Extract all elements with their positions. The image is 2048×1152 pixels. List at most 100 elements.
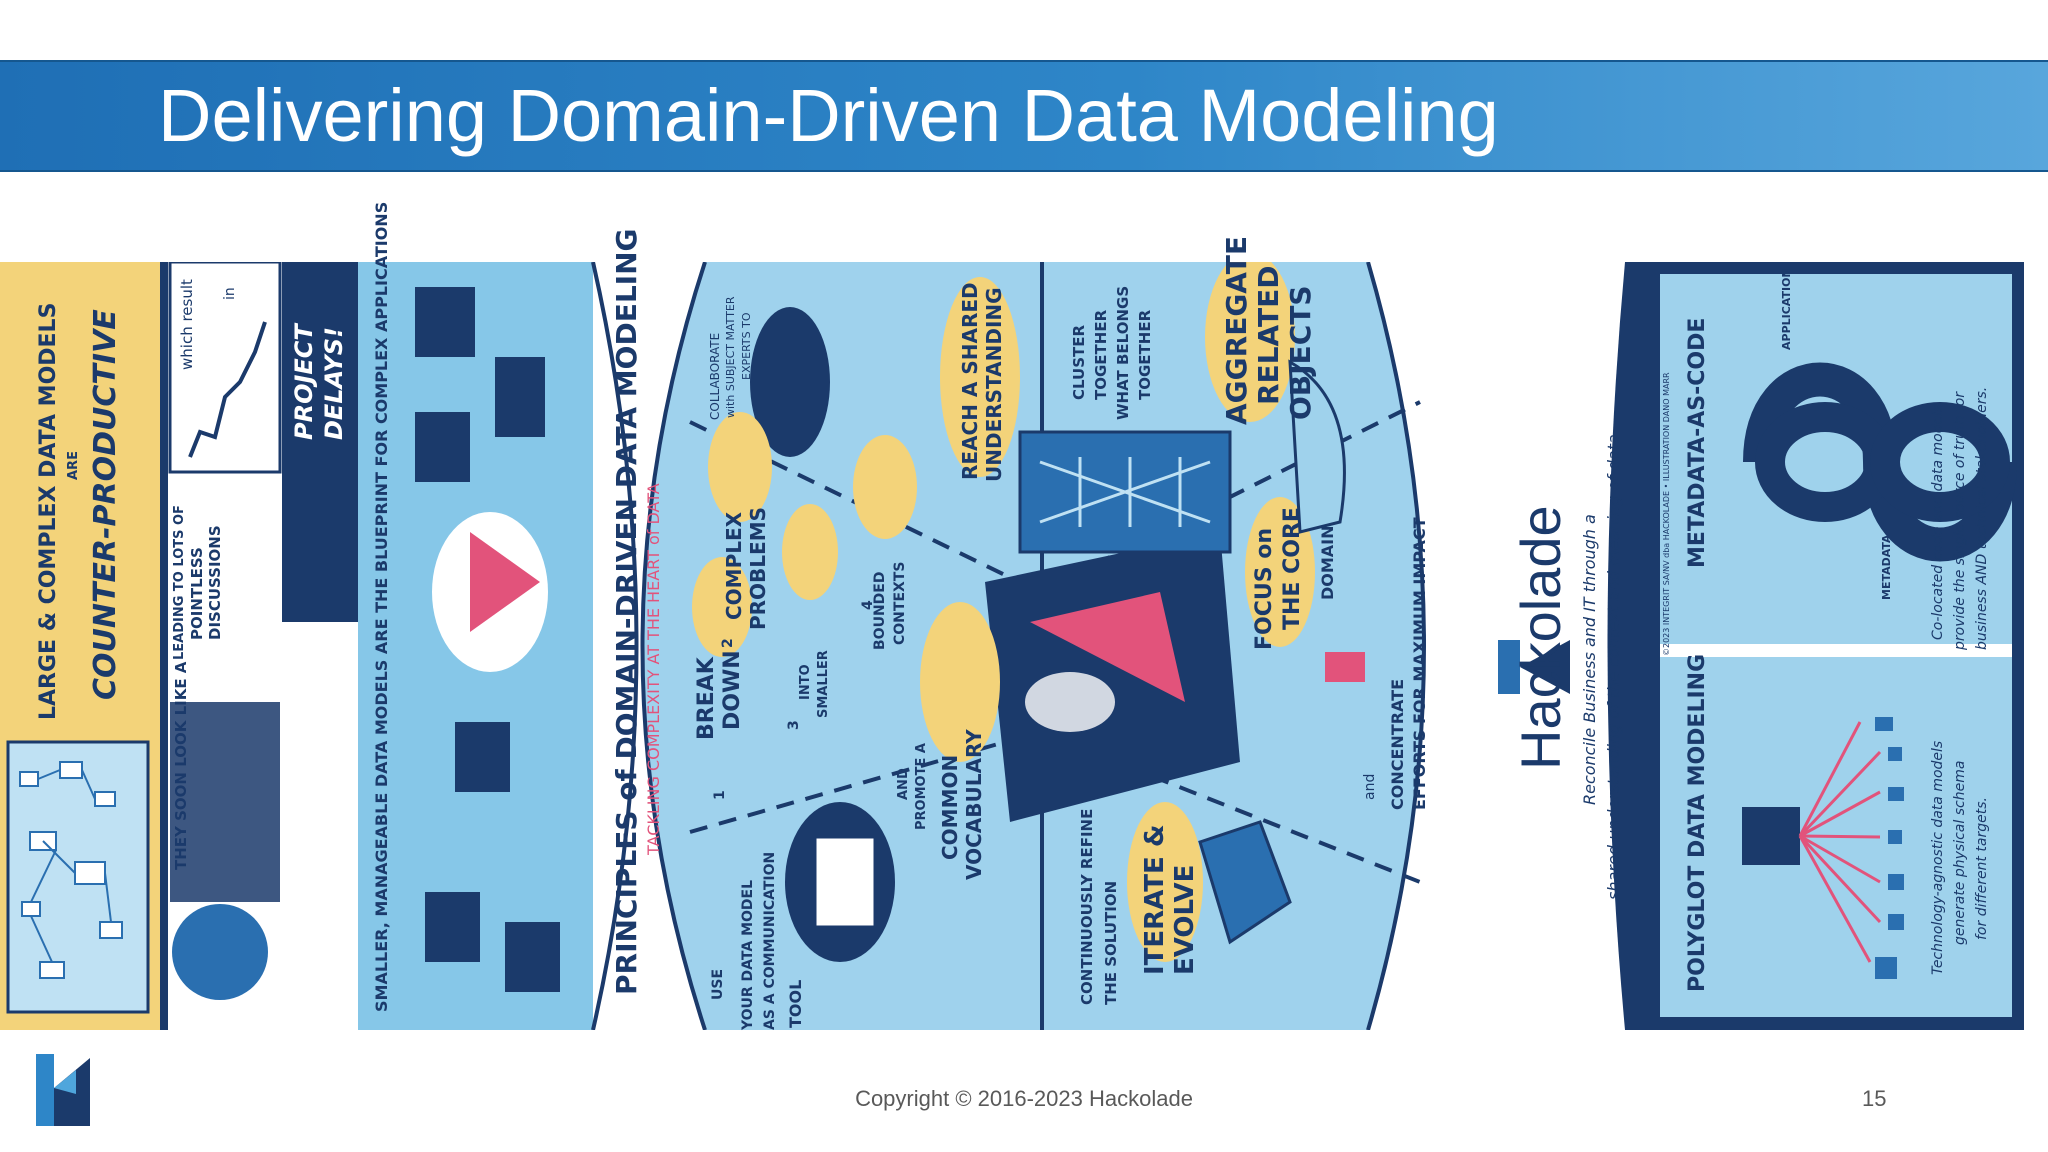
break-text: BREAK	[694, 657, 719, 740]
smaller-text: SMALLER	[816, 650, 831, 718]
bounded-text: BOUNDED	[872, 571, 888, 650]
step-number-2: 2	[720, 638, 736, 648]
iterate-highlight	[1127, 802, 1203, 962]
dictionary-book	[813, 835, 877, 929]
target-arrows	[1798, 721, 1882, 963]
target-icons	[1875, 717, 1904, 979]
mud-figure-body	[170, 702, 280, 902]
aggregate-highlight	[1205, 262, 1295, 422]
board-cloud	[1025, 672, 1115, 732]
together-text: TOGETHER	[1092, 309, 1110, 400]
counter-heading-line2: COUNTER-PRODUCTIVE	[88, 309, 123, 700]
metadata-desc-1: Co-located code and data models	[1930, 404, 1946, 640]
metadata-application-label: APPLICATION	[1780, 268, 1793, 350]
metadata-desc-2: provide the single source of truth for	[1952, 391, 1968, 650]
collaborate-text: COLLABORATE	[708, 332, 722, 420]
blueprint-4	[455, 722, 510, 792]
loop-right	[1870, 402, 2010, 522]
delays-text: DELAYS!	[320, 326, 348, 440]
rocket-sketch	[470, 532, 540, 632]
promote-a-text: PROMOTE A	[914, 743, 929, 830]
domain-text: DOMAIN	[1318, 525, 1337, 600]
ink-divider	[160, 262, 168, 1030]
use-text: USE	[710, 968, 726, 1000]
brand-tagline-1: Reconcile Business and IT through a	[1580, 514, 1599, 805]
core-domain-board	[985, 532, 1240, 822]
focus-highlight	[1245, 497, 1315, 647]
metadata-loop-label: METADATA	[1880, 534, 1893, 600]
brand-tagline-2: shared understanding of the context and …	[1604, 434, 1623, 900]
complex-highlight	[708, 412, 772, 522]
chart-box	[168, 262, 282, 474]
polyglot-heading: POLYGLOT DATA MODELING	[1685, 653, 1710, 992]
title-bar: Delivering Domain-Driven Data Modeling	[0, 60, 2048, 172]
iterate-text: ITERATE &	[1140, 824, 1170, 975]
with-sme-text: with SUBJECT MATTER	[724, 296, 737, 418]
and-text: and	[1362, 773, 1378, 800]
metadata-desc-3: business AND technical stakeholders.	[1974, 386, 1990, 650]
delays-box	[282, 262, 358, 622]
cluster-text: CLUSTER	[1070, 324, 1088, 400]
polyglot-puzzle	[1742, 807, 1800, 865]
blueprint-6	[505, 922, 560, 992]
mud-diagram	[19, 761, 123, 979]
pointless-text: POINTLESS	[188, 547, 206, 640]
blueprint-2	[495, 357, 545, 437]
delay-chart	[188, 321, 267, 458]
together2-text: TOGETHER	[1136, 309, 1154, 400]
blueprint-3	[415, 412, 470, 482]
in-text: in	[222, 287, 238, 300]
continuously-text: CONTINUOUSLY REFINE	[1078, 808, 1096, 1005]
aggregate-text: AGGREGATE	[1220, 235, 1253, 425]
brand-logo-mark	[1498, 640, 1520, 694]
polyglot-desc-3: for different targets.	[1974, 797, 1990, 940]
brand-name: Hackolade	[1509, 505, 1572, 770]
what-belongs-text: WHAT BELONGS	[1114, 285, 1132, 420]
copyright-text: Copyright © 2016-2023 Hackolade	[855, 1086, 1193, 1111]
counter-heading-are: ARE	[66, 451, 81, 480]
leading-to-text: LEADING TO LOTS OF	[172, 505, 187, 660]
page-number: 15	[1862, 1086, 1887, 1111]
polyglot-desc-2: generate physical schema	[1952, 760, 1968, 945]
polyglot-desc-1: Technology-agnostic data models	[1930, 740, 1946, 975]
efforts-text: EFFORTS FOR MAXIMUM IMPACT	[1410, 517, 1429, 810]
vocabulary-text: VOCABULARY	[962, 729, 986, 880]
hackolade-logo-icon	[36, 1054, 90, 1126]
metadata-panel	[1660, 274, 2012, 644]
illustration-credit: ©2023 INTEGRIT SA/NV dba HACKOLADE • ILL…	[1662, 372, 1671, 656]
pointing-hand	[1288, 359, 1346, 534]
and-promote-text: AND	[896, 768, 911, 800]
problems-text: PROBLEMS	[746, 506, 770, 630]
target-puzzle	[1325, 652, 1365, 682]
of-label: of	[340, 745, 355, 760]
into-text: INTO	[798, 664, 813, 700]
concentrate-text: CONCENTRATE	[1388, 678, 1407, 810]
puzzle-pieces	[1198, 820, 1292, 945]
step-number-1: 1	[712, 790, 728, 800]
into-smaller-highlight	[782, 504, 838, 600]
your-data-model-text: YOUR DATA MODEL	[740, 879, 756, 1030]
principles-heading: PRINCIPLES of DOMAIN-DRIVEN DATA MODELIN…	[610, 228, 643, 995]
ddd-illustration	[0, 262, 2024, 1030]
smaller-models-text: SMALLER, MANAGEABLE DATA MODELS ARE THE …	[372, 201, 391, 1012]
which-result-text: which result	[178, 279, 196, 370]
understanding-text: UNDERSTANDING	[982, 287, 1006, 482]
mud-figure-head	[172, 904, 268, 1000]
evolve-text: EVOLVE	[1170, 864, 1200, 975]
slide-title: Delivering Domain-Driven Data Modeling	[158, 74, 1499, 157]
complex-text: COMPLEX	[722, 511, 746, 620]
the-core-text: THE CORE	[1280, 507, 1305, 630]
tool-text: TOOL	[786, 979, 805, 1028]
break-down-highlight	[692, 557, 752, 657]
blueprint-5	[425, 892, 480, 962]
focus-on-text: FOCUS on	[1252, 527, 1277, 650]
bounded-highlight	[853, 435, 917, 539]
blueprint-1	[415, 287, 475, 357]
vocab-highlight	[920, 602, 1000, 762]
as-a-communication-text: AS A COMMUNICATION	[762, 851, 778, 1030]
lens-outline	[640, 262, 1426, 1030]
credit-strip	[1660, 644, 2012, 657]
project-text: PROJECT	[290, 324, 318, 440]
reach-highlight	[940, 277, 1020, 477]
they-soon-text: THEY SOON LOOK LIKE A	[172, 661, 190, 870]
